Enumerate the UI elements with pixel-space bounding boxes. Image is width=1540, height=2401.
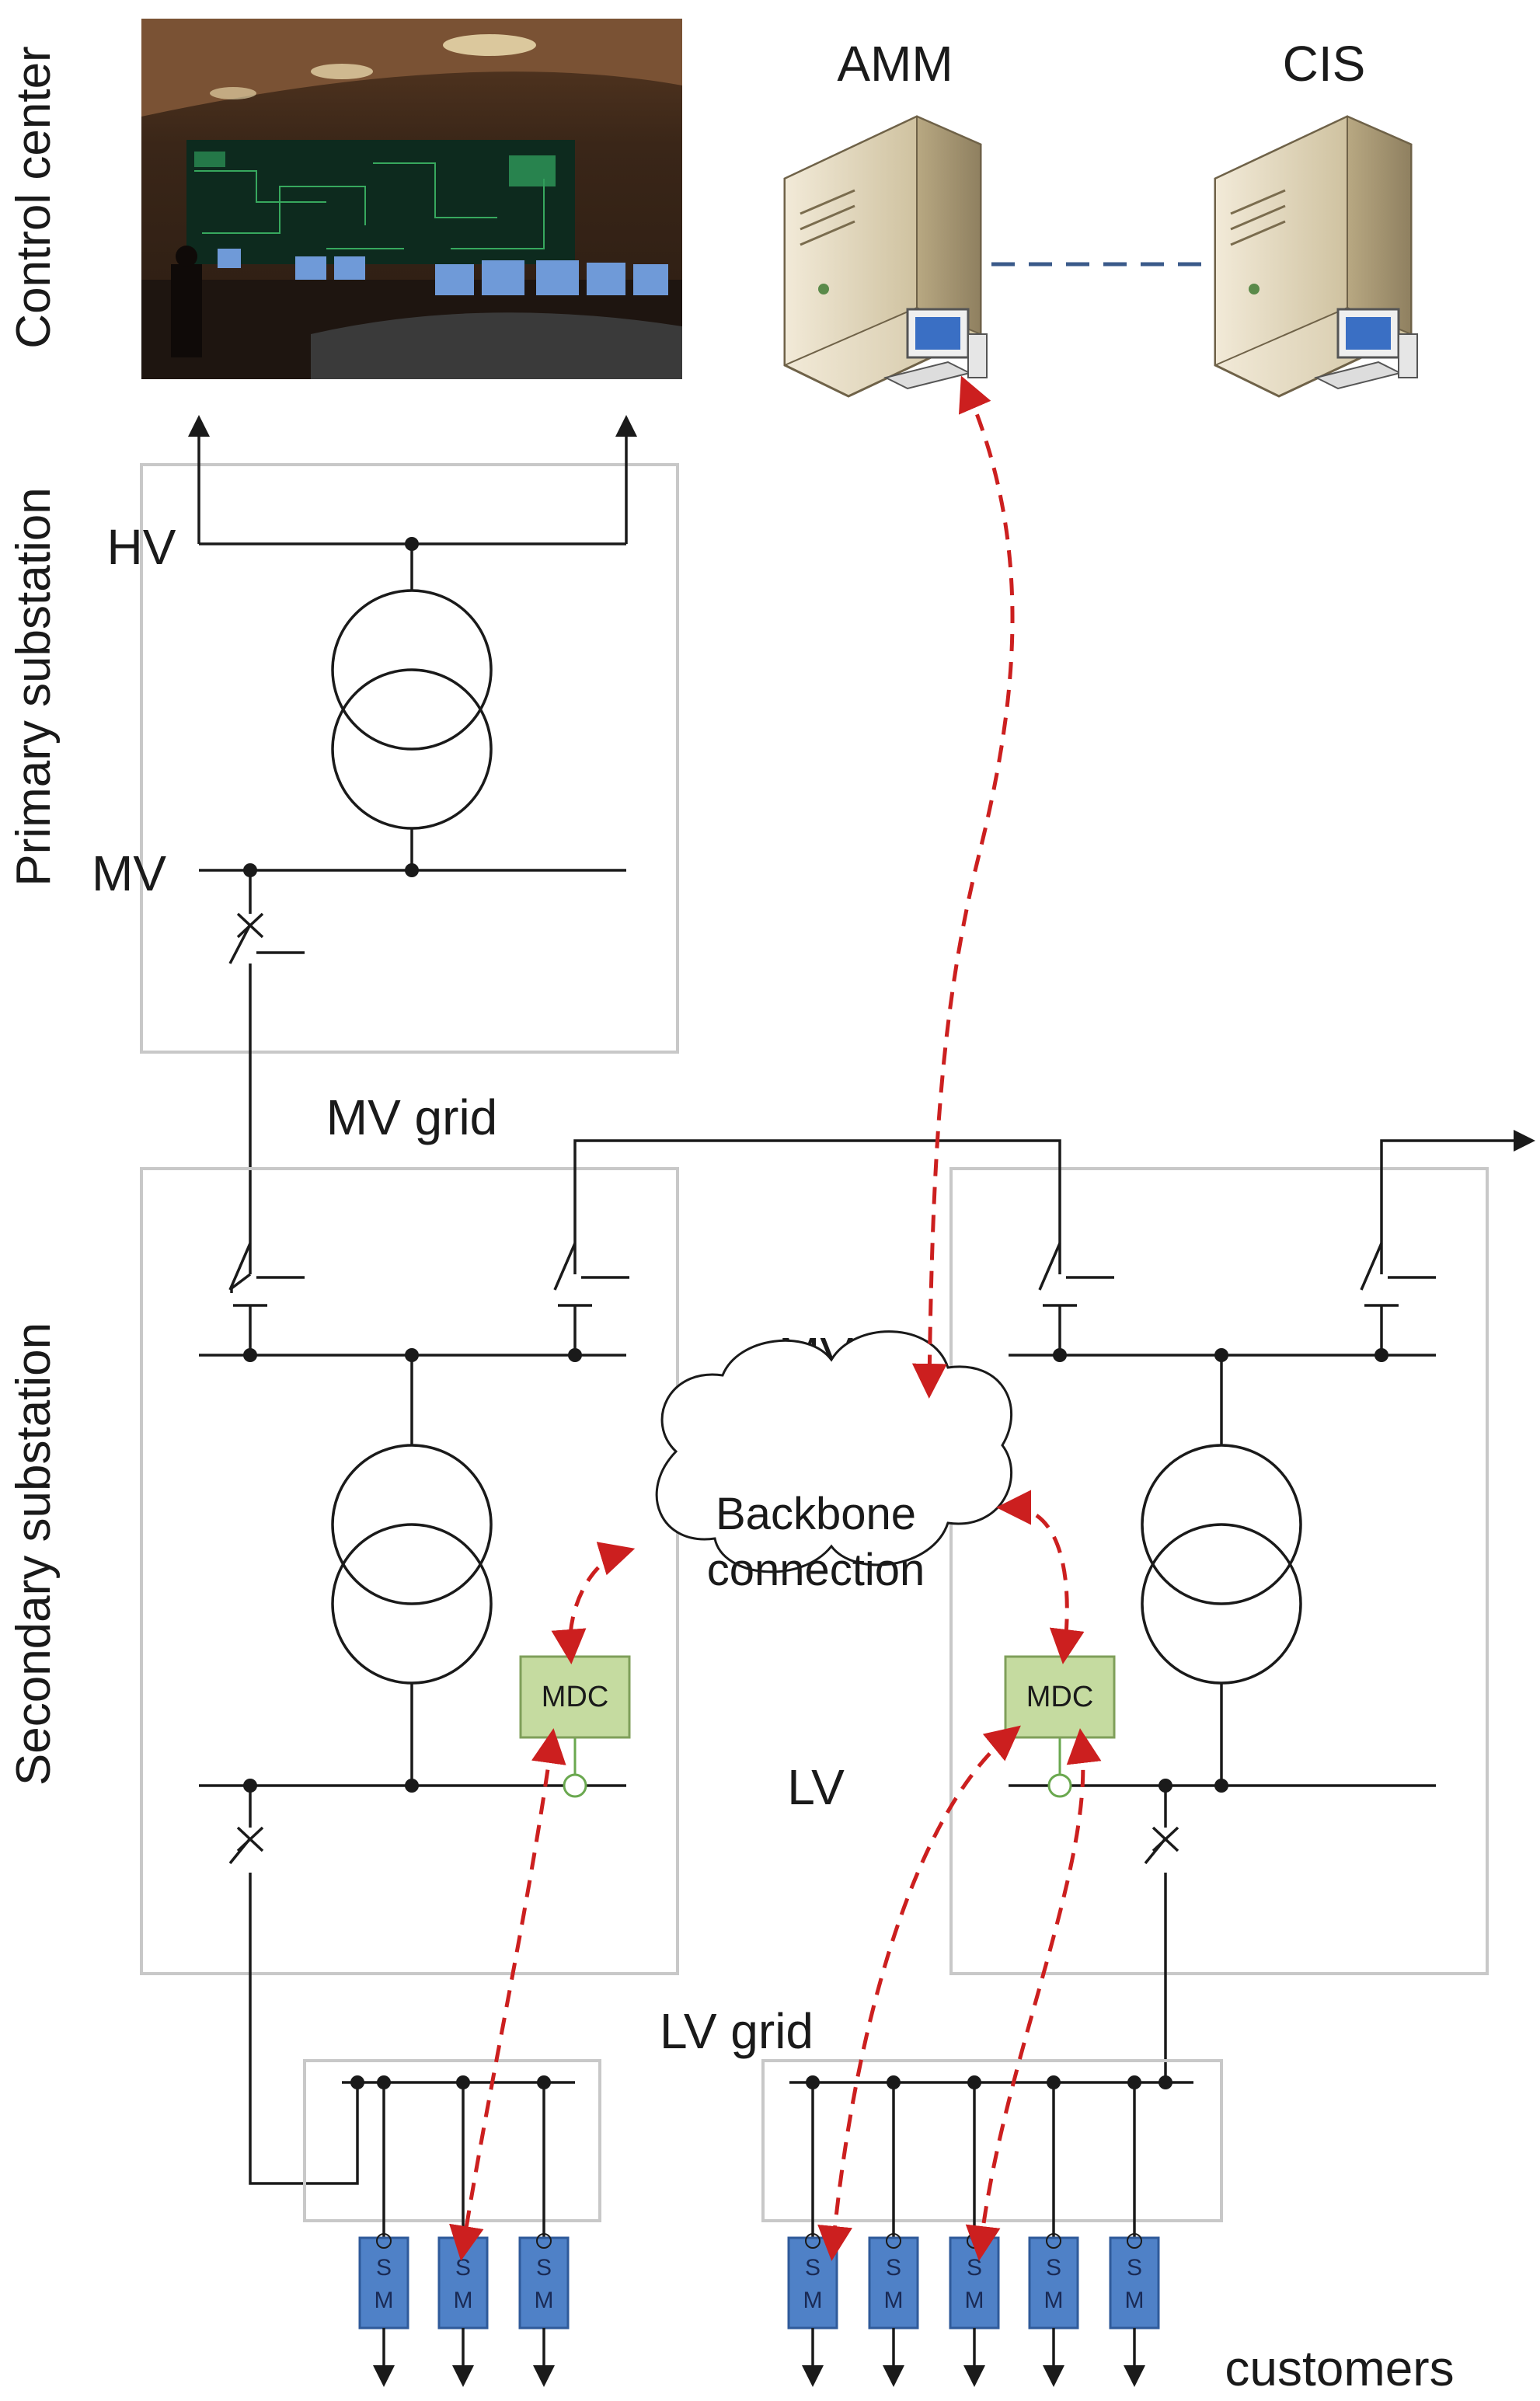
communication-links <box>449 375 1102 2261</box>
customer-feeder: SM <box>437 2075 489 2387</box>
control-center-label: Control center <box>7 46 61 348</box>
mv-grid-label: MV grid <box>326 1089 498 1145</box>
amm-label: AMM <box>837 36 953 92</box>
backbone-line2: connection <box>707 1545 925 1595</box>
meter-label-bottom: M <box>884 2288 904 2313</box>
secondary-substation-label: Secondary substation <box>7 1322 61 1786</box>
meter-label-bottom: M <box>965 2288 984 2313</box>
primary-breaker-symbol <box>228 870 305 1274</box>
customer-feeder: SM <box>518 2075 570 2387</box>
meter-label-top: S <box>1127 2255 1142 2281</box>
meter-label-top: S <box>886 2255 901 2281</box>
control-room-photo <box>141 19 682 379</box>
cloud-mdc-right-link <box>996 1490 1085 1664</box>
smart-meter-icon: SM <box>868 2233 919 2330</box>
lv-grid-left-box <box>303 2059 601 2222</box>
cis-label: CIS <box>1283 36 1366 92</box>
primary-substation-label: Primary substation <box>7 487 61 886</box>
mv-grid-line <box>573 1130 1535 1274</box>
primary-hv-feed <box>188 415 637 591</box>
left-transformer-symbol <box>331 1444 493 1685</box>
left-lv-breaker-symbol <box>228 1786 359 2185</box>
meter-label-top: S <box>1046 2255 1061 2281</box>
smart-meter-icon: SM <box>358 2233 409 2330</box>
smart-meter-icon: SM <box>949 2233 1000 2330</box>
customers-label: customers <box>1225 2340 1454 2396</box>
junction-node <box>405 537 419 551</box>
mdc-right-meter3-link <box>965 1728 1102 2261</box>
meter-label-top: S <box>967 2255 982 2281</box>
backbone-line1: Backbone <box>716 1489 916 1539</box>
secondary-substation-right-box <box>949 1167 1489 1975</box>
primary-hv-label: HV <box>107 519 176 575</box>
right-mv-switches <box>1038 1242 1436 1355</box>
mdc-right-meter1-link <box>817 1725 1021 2261</box>
meter-label-bottom: M <box>803 2288 823 2313</box>
customer-feeder: SM <box>358 2075 409 2387</box>
smart-meter-icon: SM <box>1028 2233 1079 2330</box>
mdc-left-meter-link <box>449 1728 566 2261</box>
cis-server-icon <box>1214 115 1418 398</box>
customer-feeder: SM <box>1028 2075 1079 2387</box>
customer-feeder: SM <box>868 2075 919 2387</box>
meter-label-bottom: M <box>1044 2288 1064 2313</box>
lv-grid-label: LV grid <box>660 2003 814 2059</box>
meter-label-top: S <box>805 2255 821 2281</box>
smart-meter-icon: SM <box>1109 2233 1160 2330</box>
cloud-mdc-left-link <box>551 1542 636 1664</box>
right-lv-breaker-symbol <box>1144 1786 1179 2082</box>
meter-label-bottom: M <box>535 2288 554 2313</box>
mdc-right: MDC <box>1004 1655 1116 1798</box>
meter-label-top: S <box>536 2255 552 2281</box>
meter-label-top: S <box>376 2255 392 2281</box>
primary-transformer-symbol <box>331 589 493 830</box>
smart-meter-icon: SM <box>437 2233 489 2330</box>
meter-label-bottom: M <box>1125 2288 1145 2313</box>
mdc-left: MDC <box>519 1655 631 1798</box>
meter-label-bottom: M <box>375 2288 394 2313</box>
amm-backbone-link <box>911 375 1015 1399</box>
meter-label-top: S <box>455 2255 471 2281</box>
lv-grid-right-box <box>761 2059 1223 2222</box>
right-transformer-symbol <box>1141 1444 1302 1685</box>
smart-meter-icon: SM <box>518 2233 570 2330</box>
secondary-lv-label: LV <box>787 1759 845 1815</box>
primary-mv-label: MV <box>92 845 166 901</box>
primary-substation-box <box>140 463 679 1054</box>
amm-server-icon <box>783 115 988 398</box>
customer-feeder: SM <box>787 2075 838 2387</box>
customer-feeder: SM <box>949 2075 1000 2387</box>
mdc-left-label: MDC <box>542 1681 609 1713</box>
secondary-substation-left-box <box>140 1167 679 1975</box>
smart-meter-icon: SM <box>787 2233 838 2330</box>
customer-feeder: SM <box>1109 2075 1160 2387</box>
left-mv-switches <box>228 1242 629 1355</box>
mdc-right-label: MDC <box>1026 1681 1094 1713</box>
meter-label-bottom: M <box>454 2288 473 2313</box>
